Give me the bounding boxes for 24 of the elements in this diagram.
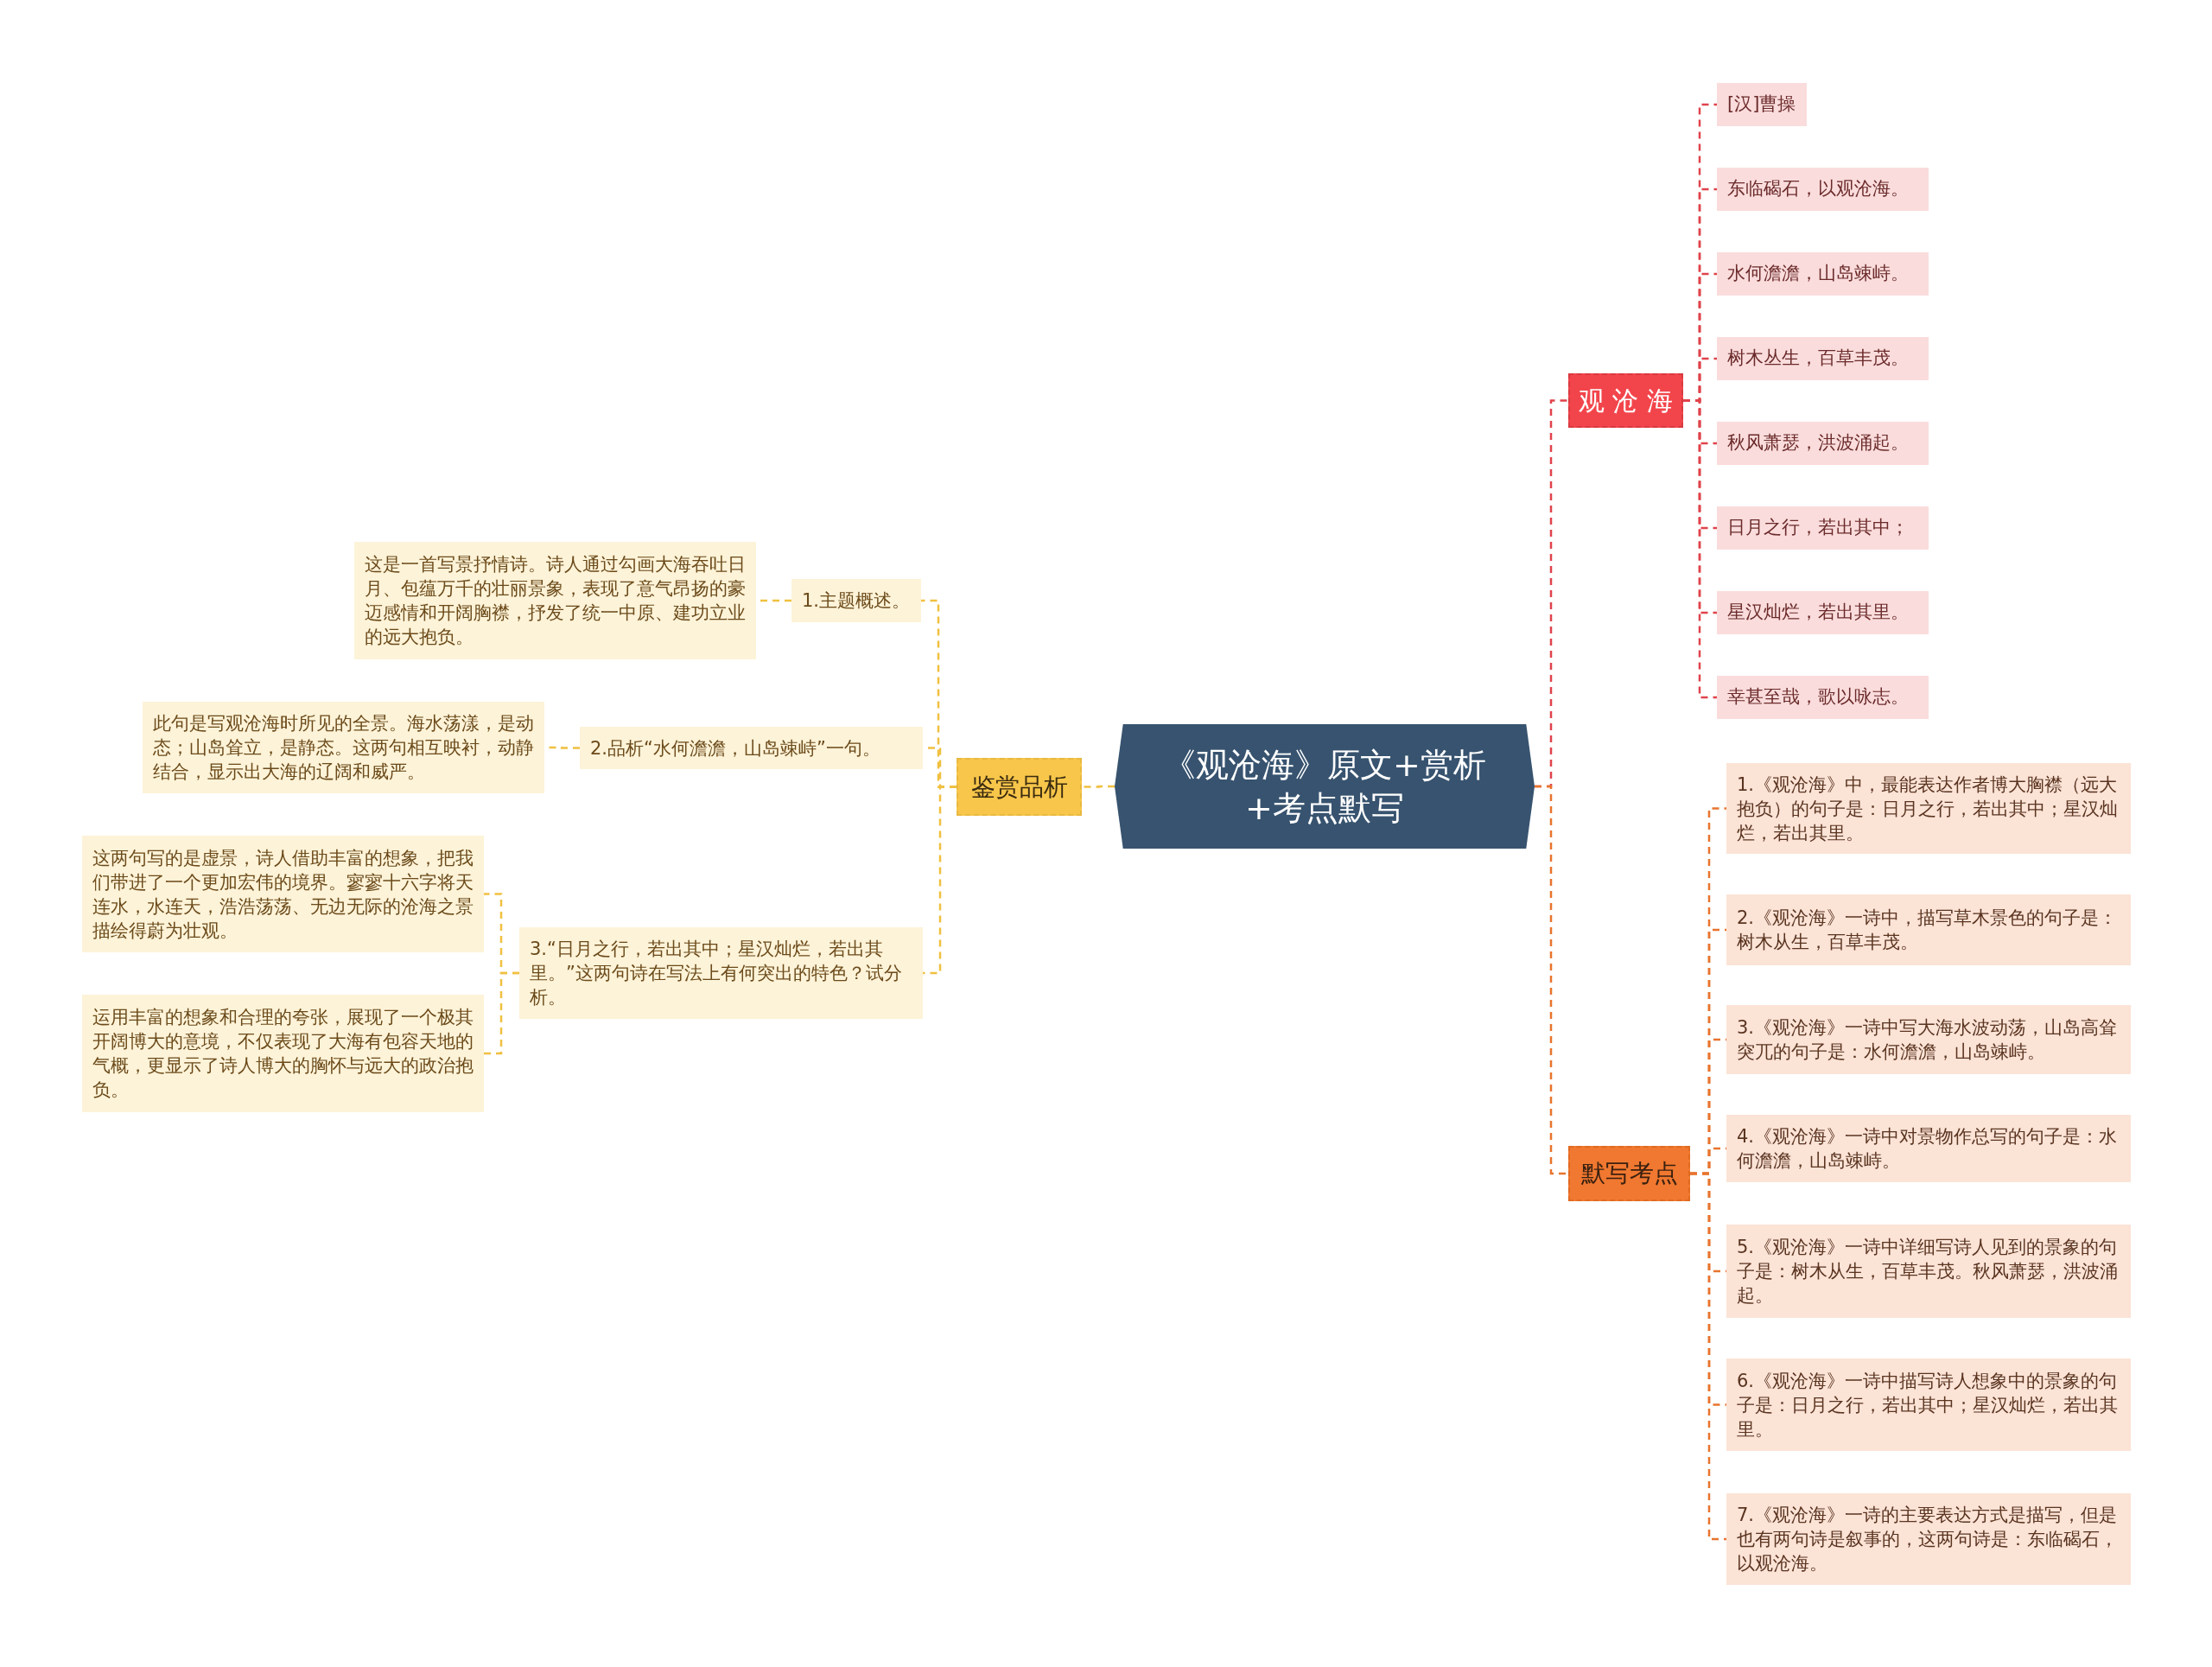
- exam-question: 1.《观沧海》中，最能表达作者博大胸襟（远大抱负）的句子是：日月之行，若出其中；星汉灿烂，若出其里。: [1726, 763, 2131, 854]
- exam-question: 5.《观沧海》一诗中详细写诗人见到的景象的句子是：树木从生，百草丰茂。秋风萧瑟，洪波涌起。: [1726, 1225, 2131, 1318]
- connector-line: [484, 971, 519, 1055]
- analysis-note: 这是一首写景抒情诗。诗人通过勾画大海吞吐日月、包蕴万千的壮丽景象，表现了意气昂扬的豪迈感情和开阔胸襟，抒发了统一中原、建功立业的远大抱负。: [354, 542, 756, 659]
- branch-topic: 鉴赏品析: [957, 758, 1082, 816]
- connector-line: [923, 786, 957, 975]
- connector-line: [1683, 399, 1717, 699]
- analysis-note: 此句是写观沧海时所见的全景。海水荡漾，是动态；山岛耸立，是静态。这两句相互映衬，动静结合，显示出大海的辽阔和威严。: [143, 702, 544, 793]
- connector-line: [1535, 785, 1568, 1175]
- connector-line: [1690, 1172, 1726, 1541]
- exam-question: 7.《观沧海》一诗的主要表达方式是描写，但是也有两句诗是叙事的，这两句诗是：东临碣石，以观沧海。: [1726, 1493, 2131, 1585]
- connector-line: [1082, 785, 1115, 788]
- exam-question: 6.《观沧海》一诗中描写诗人想象中的景象的句子是：日月之行，若出其中；星汉灿烂，若出其里。: [1726, 1358, 2131, 1451]
- analysis-note: 1.主题概述。: [791, 579, 921, 622]
- branch-topic: 默写考点: [1568, 1146, 1690, 1201]
- exam-question: 2.《观沧海》一诗中，描写草木景色的句子是：树木从生，百草丰茂。: [1726, 894, 2131, 965]
- analysis-note: 3.“日月之行，若出其中；星汉灿烂，若出其里。”这两句诗在写法上有何突出的特色？试分析。: [519, 927, 923, 1019]
- central-topic: 《观沧海》原文+赏析+考点默写: [1115, 724, 1535, 849]
- branch-topic: 观 沧 海: [1568, 373, 1683, 428]
- exam-question: 3.《观沧海》一诗中写大海水波动荡，山岛高耸突兀的句子是：水何澹澹，山岛竦峙。: [1726, 1005, 2131, 1074]
- analysis-note: 这两句写的是虚景，诗人借助丰富的想象，把我们带进了一个更加宏伟的境界。寥寥十六字将天连水，水连天，浩浩荡荡、无边无际的沧海之景描绘得蔚为壮观。: [82, 836, 484, 952]
- exam-question: 4.《观沧海》一诗中对景物作总写的句子是：水何澹澹，山岛竦峙。: [1726, 1115, 2131, 1182]
- analysis-note: 2.品析“水何澹澹，山岛竦峙”一句。: [580, 727, 923, 769]
- analysis-note: 运用丰富的想象和合理的夸张，展现了一个极其开阔博大的意境，不仅表现了大海有包容天地的气概，更显示了诗人博大的胸怀与远大的政治抱负。: [82, 995, 484, 1112]
